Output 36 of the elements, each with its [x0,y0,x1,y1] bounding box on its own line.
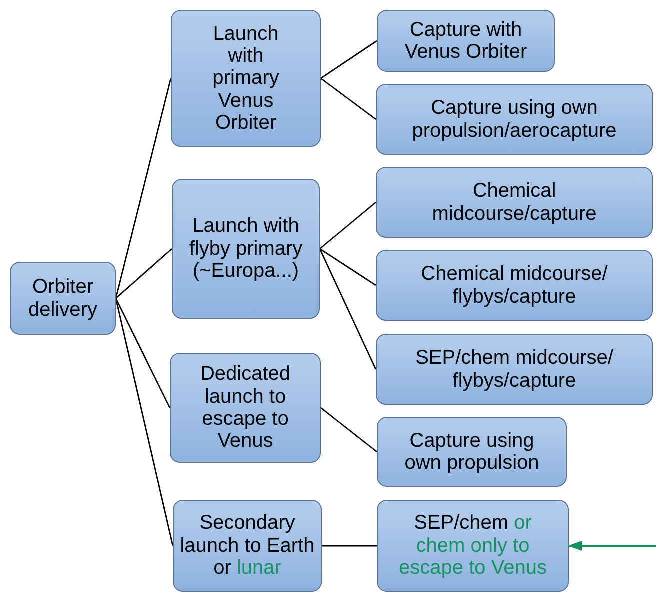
box-label: Chemical midcourse/ flybys/capture [420,263,609,308]
process-box [172,179,320,319]
connector-line [115,78,172,299]
process-box [376,84,653,155]
process-box [170,353,321,463]
connector-line [320,202,376,250]
process-box [377,500,569,592]
process-box [377,10,555,72]
connector-line [320,407,378,453]
connector-line [116,248,172,300]
box-label: Chemical midcourse/capture [431,180,598,225]
process-box [10,262,116,335]
box-label: Orbiter delivery [28,276,98,321]
box-label: Capture using own propulsion [404,430,540,474]
process-box [376,250,653,321]
connector-line [322,545,377,547]
connector-line [320,40,378,80]
process-box [377,417,567,487]
arrow [568,541,656,551]
box-label: Capture with Venus Orbiter [404,18,528,64]
connector-line [320,248,376,286]
box-label: Dedicated launch to escape to Venus [199,363,292,453]
process-box [171,10,321,147]
box-label: Capture using own propulsion/aerocapture [411,97,618,142]
connector-line [320,78,376,120]
box-label: SEP/chem midcourse/ flybys/capture [414,347,614,392]
connector-line [115,298,174,546]
connector-line [115,298,171,408]
box-label: Secondary launch to Earth or lunar [179,512,316,580]
connector-line [319,248,377,370]
box-label: Launch with primary Venus Orbiter [212,22,280,134]
process-box [173,500,322,592]
box-label: Launch with flyby primary (~Europa...) [188,215,304,283]
box-label: SEP/chem or chem only to escape to Venus [398,512,548,580]
process-box [376,334,653,405]
process-box [376,167,653,238]
